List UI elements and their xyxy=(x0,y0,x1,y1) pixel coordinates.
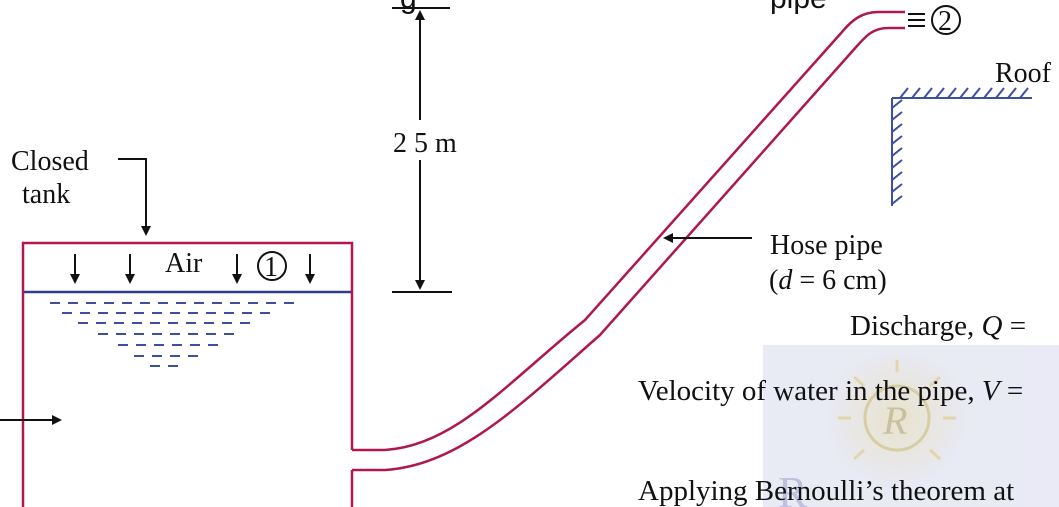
hose-pipe xyxy=(352,10,905,472)
roof-label: Roof xyxy=(995,58,1052,89)
roof-hatch xyxy=(891,87,1032,206)
bernoulli-line: Applying Bernoulli’s theorem at xyxy=(638,475,1014,507)
point-1-marker xyxy=(257,251,287,281)
point-2-label: 2 xyxy=(938,6,952,37)
hose-diameter-label: (d = 6 cm) xyxy=(769,265,887,296)
tank-label: tank xyxy=(22,179,70,210)
discharge-line: Discharge, Q = xyxy=(850,310,1026,342)
height-dimension xyxy=(392,7,452,293)
velocity-line: Velocity of water in the pipe, V = xyxy=(638,375,1023,407)
watermark-logo: R R xyxy=(763,345,1059,507)
closed-label: Closed xyxy=(11,146,89,177)
clipped-top-right-text: pipe xyxy=(770,0,827,15)
hose-pipe-label: Hose pipe xyxy=(770,230,883,261)
air-label: Air xyxy=(165,248,203,279)
air-pressure-arrows xyxy=(70,254,315,284)
closed-tank-leader-arrow xyxy=(118,158,151,236)
nozzle-lines xyxy=(908,13,925,27)
point-1-label: 1 xyxy=(264,252,278,283)
height-label: 2 5 m xyxy=(393,128,457,159)
watermark-letter: R xyxy=(882,398,907,443)
water-hatch xyxy=(50,302,294,367)
point-2-marker xyxy=(931,5,961,35)
closed-tank xyxy=(21,241,354,507)
watermark-partial-letter: R xyxy=(778,468,808,507)
